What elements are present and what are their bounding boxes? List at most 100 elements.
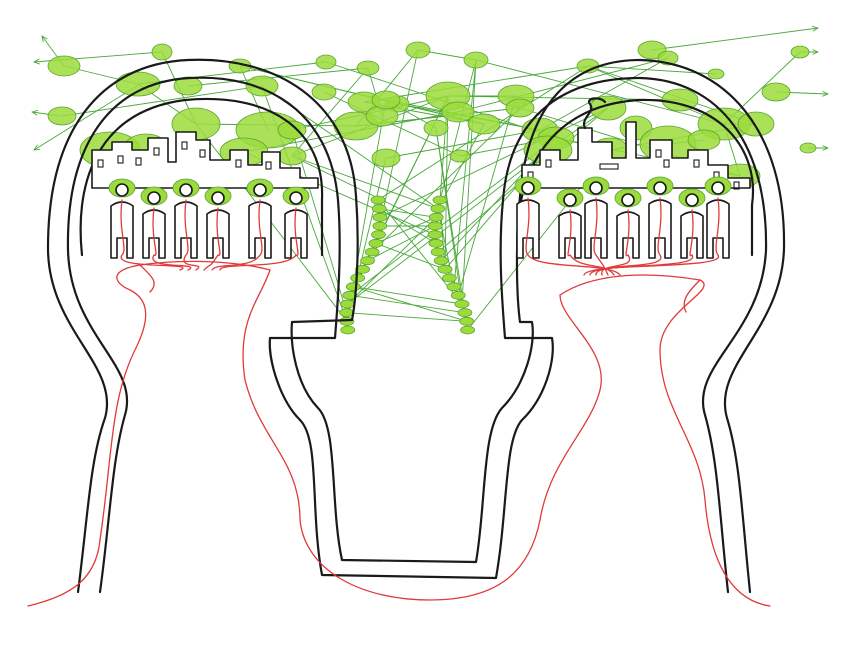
idea-blob xyxy=(47,55,81,77)
idea-blob xyxy=(311,83,337,101)
person-figure xyxy=(108,178,136,259)
idea-blob xyxy=(467,113,501,135)
person-head xyxy=(711,181,725,195)
network-link xyxy=(291,155,436,227)
network-link xyxy=(347,217,437,305)
person-head xyxy=(653,181,667,195)
person-head xyxy=(589,181,603,195)
person-figure xyxy=(646,176,674,259)
idea-blob xyxy=(315,54,337,70)
right-city-skyline xyxy=(521,97,751,190)
idea-blob xyxy=(423,119,449,137)
network-link xyxy=(367,225,436,262)
person-figure xyxy=(514,176,542,259)
spine-blob xyxy=(427,221,443,231)
idea-blob xyxy=(737,111,775,137)
network-link xyxy=(375,242,446,270)
idea-blob xyxy=(151,43,173,61)
spine-blob xyxy=(430,204,446,214)
spine-blob xyxy=(342,290,358,300)
network-link xyxy=(346,312,467,322)
spine-blob xyxy=(372,212,388,222)
network-link xyxy=(371,107,521,253)
spine-blob xyxy=(457,308,473,318)
spine-blob xyxy=(364,247,380,257)
spine-blob xyxy=(459,316,475,326)
idea-blob xyxy=(463,51,489,69)
right-city-windows xyxy=(527,149,740,190)
network-link xyxy=(587,65,725,125)
person-figure xyxy=(204,186,232,259)
network-link xyxy=(457,95,517,296)
root-line xyxy=(152,207,192,271)
person-head xyxy=(211,191,225,205)
left-head-inner-frame xyxy=(79,97,324,257)
spine-blob xyxy=(355,264,370,274)
idea-blob xyxy=(277,120,307,140)
root-line xyxy=(203,207,221,271)
network-arrow xyxy=(34,83,141,150)
spine-blob xyxy=(371,230,386,240)
spine-blob xyxy=(345,282,361,292)
person-figure xyxy=(246,178,274,259)
idea-blob xyxy=(277,146,307,166)
network-link xyxy=(453,59,477,287)
spine-blob xyxy=(437,264,453,274)
person-figure xyxy=(556,188,584,259)
root-line xyxy=(567,209,615,276)
idea-blob xyxy=(505,98,535,118)
network-link xyxy=(291,155,439,210)
root-line xyxy=(593,197,609,276)
spine-blob xyxy=(441,273,457,283)
network-link xyxy=(444,95,449,270)
spine-blob xyxy=(428,238,444,248)
network-link xyxy=(349,294,465,314)
spine-blob xyxy=(340,299,356,309)
root-line xyxy=(683,279,701,313)
idea-blob xyxy=(173,76,203,96)
person-head xyxy=(147,191,161,205)
spine-blob xyxy=(430,247,446,257)
spine-blob xyxy=(450,290,466,300)
network-link xyxy=(475,59,725,125)
person-head xyxy=(289,191,303,205)
idea-blob xyxy=(405,41,431,59)
network-arrow xyxy=(651,28,818,51)
idea-blob xyxy=(790,45,810,59)
idea-blob xyxy=(799,142,817,154)
spine-blob xyxy=(433,256,449,266)
heads-outline xyxy=(46,58,786,594)
person-figure xyxy=(172,178,200,259)
person-head xyxy=(253,183,267,197)
people-rows xyxy=(108,176,732,259)
idea-blob xyxy=(441,101,475,123)
idea-blob xyxy=(115,71,161,97)
idea-blob xyxy=(371,148,401,168)
spine-blob xyxy=(371,204,387,214)
person-figure xyxy=(582,176,610,259)
person-figure xyxy=(678,188,706,259)
person-figure xyxy=(140,186,168,259)
spine-blob xyxy=(460,325,475,335)
network-link xyxy=(347,149,549,305)
person-head xyxy=(685,193,699,207)
person-head xyxy=(179,183,193,197)
network-link xyxy=(385,129,541,159)
root-line xyxy=(27,260,771,607)
spine-blob xyxy=(372,221,388,231)
spine-blob xyxy=(428,212,444,222)
network-link xyxy=(437,208,455,287)
person-head xyxy=(521,181,535,195)
root-line xyxy=(583,197,720,276)
left-city-skyline xyxy=(91,131,319,189)
spine-blob xyxy=(370,195,386,205)
root-line xyxy=(120,199,184,271)
left-city-windows xyxy=(97,141,272,170)
person-head xyxy=(621,193,635,207)
person-figure xyxy=(704,176,732,259)
spine-blob xyxy=(368,238,384,248)
idea-blob xyxy=(449,149,471,163)
spine-blob xyxy=(360,256,376,266)
person-head xyxy=(115,183,129,197)
